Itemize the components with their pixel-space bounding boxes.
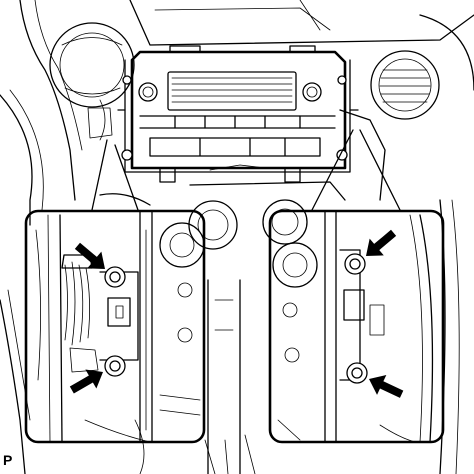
detail-inset-right <box>268 209 445 444</box>
arrow-right-lower <box>369 374 404 398</box>
radio-receiver-assembly <box>117 45 359 183</box>
pointer-arrows <box>69 229 404 398</box>
arrow-left-lower <box>69 369 103 394</box>
leader-lines <box>91 129 401 211</box>
detail-inset-left <box>24 209 206 444</box>
radio-knob-right <box>302 82 322 102</box>
arrow-right-upper <box>366 229 397 256</box>
arrow-left-upper <box>74 242 105 269</box>
radio-preset-buttons <box>149 137 321 157</box>
radio-display-panel <box>167 71 297 111</box>
illustration-code: P <box>3 452 13 468</box>
radio-knob-left <box>138 82 158 102</box>
